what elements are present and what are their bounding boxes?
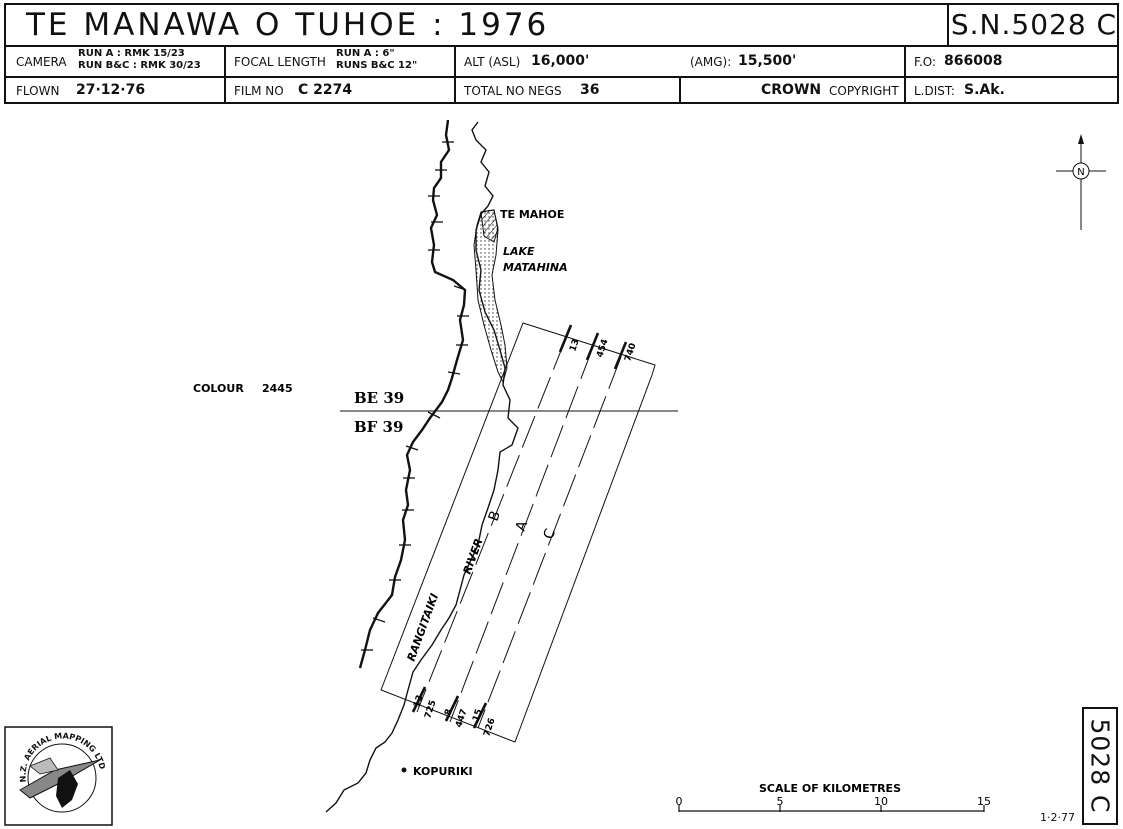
photo-coverage-strip [380,322,656,743]
rangitaiki-river [325,121,519,813]
camera-run-bc: RUN B&C : RMK 30/23 [78,60,201,71]
negs-cell: TOTAL NO NEGS 36 [454,76,679,104]
run-end-markers [411,324,628,729]
lake-matahina [473,209,508,384]
amg-label: (AMG): [690,55,732,69]
flown-label: FLOWN [16,84,60,98]
title-row: TE MANAWA O TUHOE : 1976 S.N.5028 C [6,5,1117,47]
sheet-number: S.N.5028 C [947,5,1119,45]
run-a-bottom-frame-2: 447 [454,708,469,729]
fo-value: 866008 [944,53,1003,69]
run-a-bottom-frame-1: 8 [443,708,454,717]
altitude-cell: ALT (ASL) 16,000' (AMG): 15,500' [454,45,904,76]
river-label-2: RIVER [461,537,486,576]
focal-run-bc: RUNS B&C 12" [336,60,418,71]
camera-row: CAMERA RUN A : RMK 15/23 RUN B&C : RMK 3… [6,45,1117,78]
camera-label: CAMERA [16,55,67,69]
boundary-ticks [361,141,469,651]
alt-label: ALT (ASL) [464,55,521,69]
north-arrow-icon: N [1056,134,1106,230]
side-sheet-id: 5028 C [1082,707,1118,825]
scale-title: SCALE OF KILOMETRES [759,782,901,795]
sheet-label-lower: BF 39 [354,418,403,436]
focal-run-a: RUN A : 6" [336,48,395,59]
copyright-cell: CROWN COPYRIGHT [679,76,904,104]
te-mahoe-label: TE MAHOE [500,208,564,221]
run-a-letter: A [513,518,531,533]
negs-label: TOTAL NO NEGS [464,84,562,98]
scale-bar: SCALE OF KILOMETRES 0 5 10 15 [676,782,991,812]
side-sheet-id-text: 5028 C [1085,718,1115,814]
run-a-top-frame: 454 [595,338,610,359]
copyright-text: COPYRIGHT [829,84,899,98]
map-title: TE MANAWA O TUHOE : 1976 [26,7,550,43]
boundary-line [358,119,467,669]
logo-text: N.Z. AERIAL MAPPING LTD. [0,0,107,783]
kopuriki-label: KOPURIKI [413,765,473,778]
copyright-crown: CROWN [761,82,822,98]
focal-cell: FOCAL LENGTH RUN A : 6" RUNS B&C 12" [224,45,454,76]
flight-row: FLOWN 27·12·76 FILM NO C 2274 TOTAL NO N… [6,76,1117,104]
run-b-letter: B [486,509,504,524]
run-c-line [477,356,622,729]
scale-tick-5: 5 [777,795,784,808]
scale-tick-15: 15 [977,795,991,808]
amg-value: 15,500' [738,53,797,69]
flown-value: 27·12·76 [76,82,146,98]
fo-label: F.O: [914,55,937,69]
fo-cell: F.O: 866008 [904,45,1119,76]
river-label-1: RANGITAIKI [405,592,442,663]
nz-aerial-mapping-logo: N.Z. AERIAL MAPPING LTD. [0,0,113,826]
colour-value: 2445 [262,382,293,395]
scale-tick-0: 0 [676,795,683,808]
lake-label-2: MATAHINA [503,261,568,274]
negs-value: 36 [580,82,600,98]
ldist-label: L.DIST: [914,84,955,98]
ldist-cell: L.DIST: S.Ak. [904,76,1119,104]
title-block: TE MANAWA O TUHOE : 1976 S.N.5028 C CAME… [4,3,1119,104]
ldist-value: S.Ak. [964,82,1005,98]
film-cell: FILM NO C 2274 [224,76,454,104]
run-b-line [416,337,567,713]
print-date: 1·2·77 [1040,811,1075,824]
kopuriki-marker [401,767,407,773]
run-c-letter: C [541,526,559,541]
film-value: C 2274 [298,82,353,98]
alt-value: 16,000' [531,53,590,69]
lake-label-1: LAKE [503,245,535,258]
run-b-bottom-frame-1: 13 [412,694,425,709]
north-letter: N [1077,167,1084,178]
colour-label: COLOUR [193,382,244,395]
run-b-bottom-frame-2: 725 [423,699,438,720]
sheet-label-upper: BE 39 [354,389,404,407]
camera-run-a: RUN A : RMK 15/23 [78,48,185,59]
scale-tick-10: 10 [874,795,888,808]
te-mahoe-hatch [480,209,499,243]
run-a-line [449,346,594,723]
focal-label: FOCAL LENGTH [234,55,326,69]
run-b-top-frame: 13 [568,338,581,353]
flight-lines [416,337,622,729]
run-c-bottom-frame-1: 15 [471,708,484,723]
film-label: FILM NO [234,84,284,98]
